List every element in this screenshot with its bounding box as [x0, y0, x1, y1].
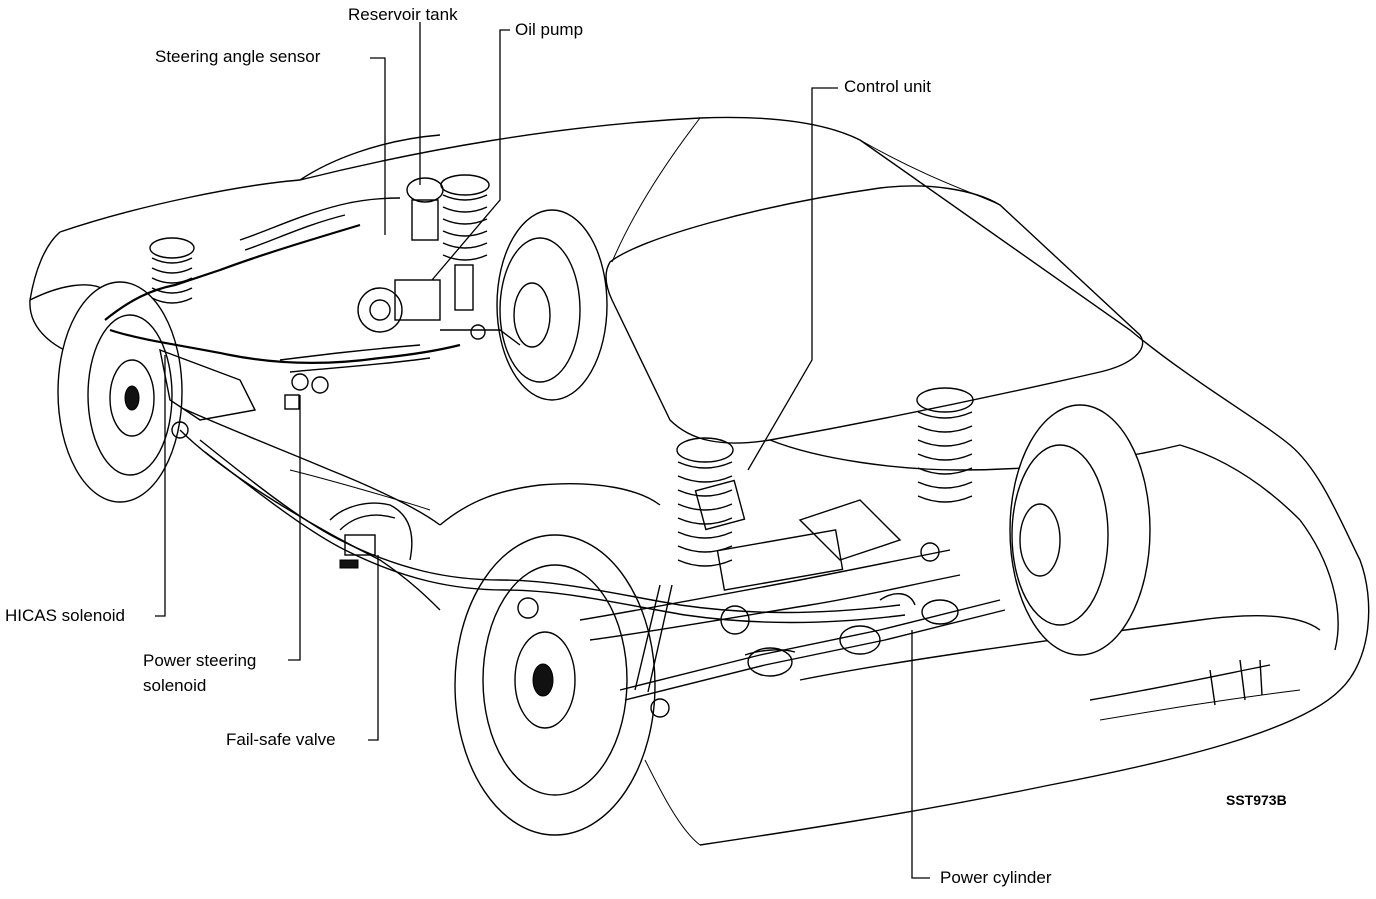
car-body-outline: [29, 116, 1370, 846]
front-steering-assembly: [104, 177, 521, 439]
label-control-unit: Control unit: [844, 77, 931, 96]
figure-code: SST973B: [1226, 792, 1287, 808]
rear-left-wheel: [454, 534, 656, 836]
front-right-wheel: [496, 209, 608, 401]
label-hicas-solenoid: HICAS solenoid: [5, 606, 126, 625]
rear-right-wheel: [1009, 404, 1151, 656]
label-power-cylinder: Power cylinder: [940, 868, 1052, 887]
label-fail-safe-valve: Fail-safe valve: [226, 730, 336, 749]
front-springs: [149, 174, 490, 311]
leader-lines: [155, 22, 930, 879]
front-left-wheel: [57, 281, 183, 503]
label-oil-pump: Oil pump: [515, 20, 584, 39]
label-reservoir-tank: Reservoir tank: [348, 5, 458, 24]
label-power-steering-solenoid-line1: Power steering: [143, 651, 257, 670]
label-steering-angle-sensor: Steering angle sensor: [155, 47, 321, 66]
label-power-steering-solenoid-line2: solenoid: [143, 676, 207, 695]
rear-hicas-assembly: [517, 479, 1006, 718]
